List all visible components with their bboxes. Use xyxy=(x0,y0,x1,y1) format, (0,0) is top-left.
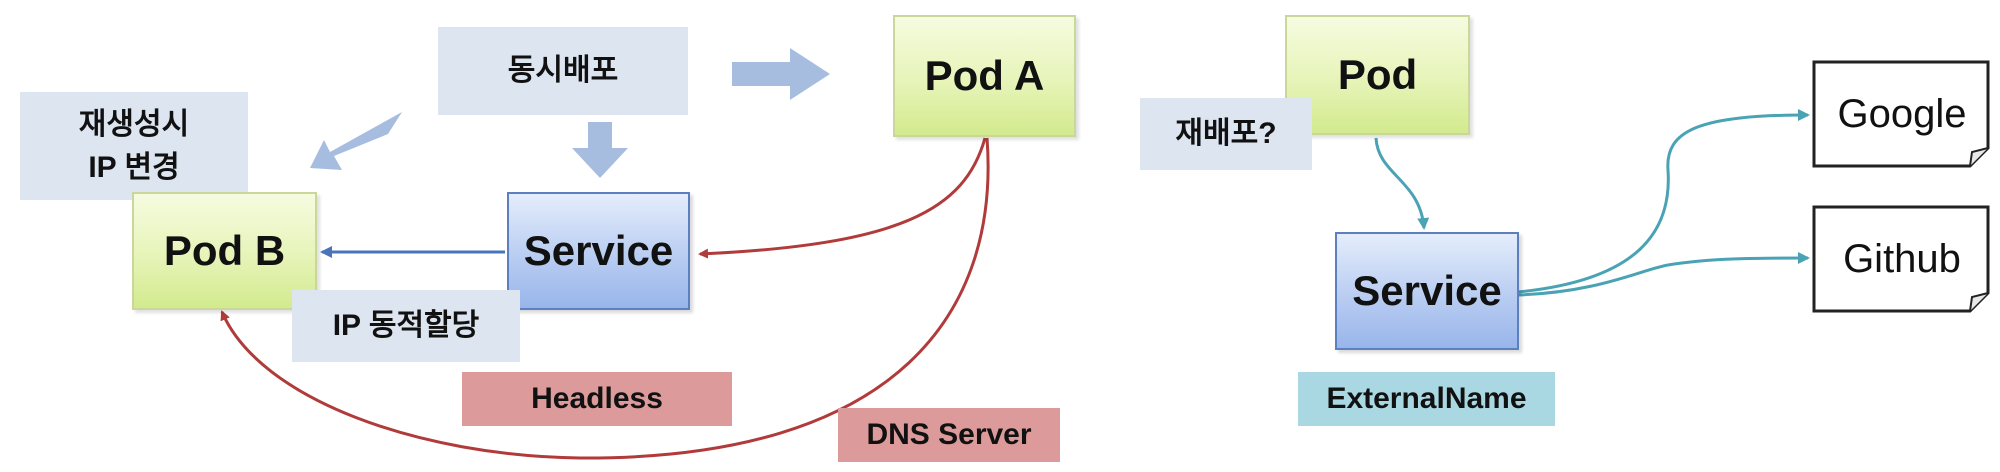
headless-service-label: Service xyxy=(523,227,674,274)
pod-b-box: Pod B xyxy=(132,192,317,310)
concurrent-deploy-label: 동시배포 xyxy=(507,54,619,88)
github-document: Github xyxy=(1812,205,1992,313)
headless-tag: Headless xyxy=(462,372,732,426)
document-icon xyxy=(1812,60,1990,168)
pod-b-label: Pod B xyxy=(163,227,286,274)
externalname-label: ExternalName xyxy=(1326,382,1527,415)
document-icon xyxy=(1812,205,1990,313)
google-label: Google xyxy=(1837,91,1967,136)
dns-server-label: DNS Server xyxy=(866,418,1032,451)
arrow-service-to-google xyxy=(1517,109,1810,294)
github-label: Github xyxy=(1843,236,1961,281)
block-arrow-right xyxy=(732,48,830,100)
headless-label: Headless xyxy=(531,382,663,415)
regen-ip-change-note: 재생성시 IP 변경 xyxy=(20,92,248,200)
externalname-service-label: Service xyxy=(1352,267,1502,314)
regen-note-line1: 재생성시 xyxy=(78,107,190,141)
block-arrow-down-left xyxy=(310,112,402,170)
block-arrow-down xyxy=(572,122,628,178)
headless-service-box: Service xyxy=(507,192,690,310)
externalname-tag: ExternalName xyxy=(1298,372,1555,426)
arrow-service-to-github xyxy=(1517,252,1810,297)
redeploy-note: 재배포? xyxy=(1140,98,1312,170)
pod-label: Pod xyxy=(1337,51,1418,98)
arrow-poda-to-podb xyxy=(220,137,990,460)
concurrent-deploy-note: 동시배포 xyxy=(438,27,688,115)
pod-box: Pod xyxy=(1285,15,1470,135)
dns-server-tag: DNS Server xyxy=(838,408,1060,462)
ip-dynamic-label: IP 동적할당 xyxy=(332,309,480,343)
pod-a-box: Pod A xyxy=(893,15,1076,137)
ip-dynamic-note: IP 동적할당 xyxy=(292,290,520,362)
pod-a-label: Pod A xyxy=(924,52,1045,99)
redeploy-label: 재배포? xyxy=(1175,117,1277,151)
arrow-pod-to-service xyxy=(1374,137,1430,230)
externalname-service-box: Service xyxy=(1335,232,1519,350)
regen-note-line2: IP 변경 xyxy=(88,151,180,184)
arrow-poda-to-service xyxy=(698,137,987,259)
google-document: Google xyxy=(1812,60,1992,168)
